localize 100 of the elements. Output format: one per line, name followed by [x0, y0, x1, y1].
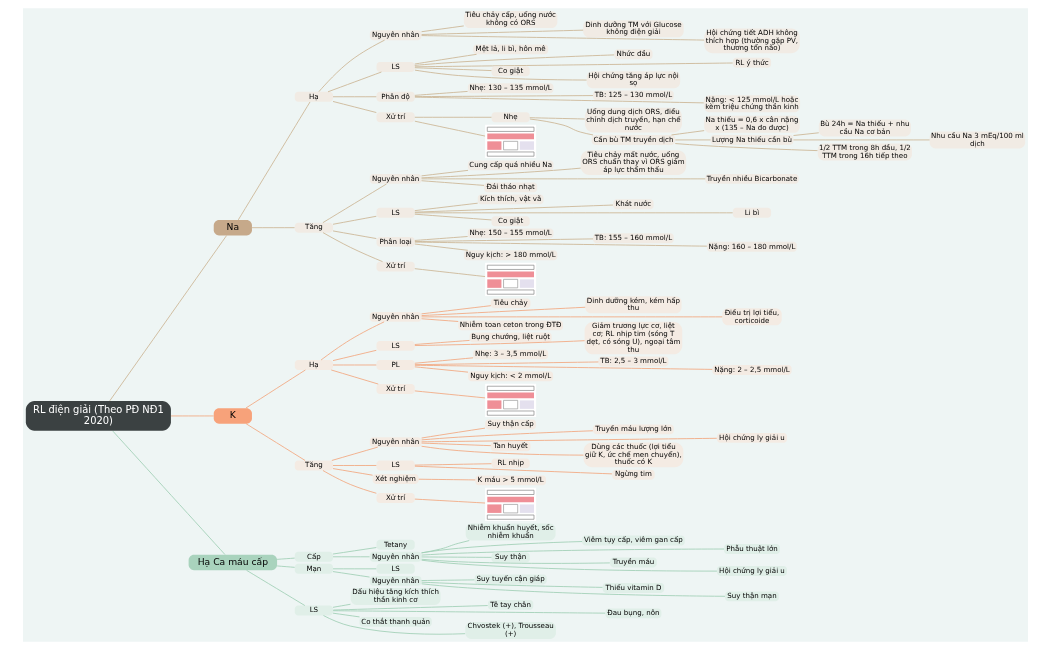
- node-box: Tan huyết: [490, 441, 530, 452]
- connector: [245, 423, 305, 461]
- connector: [170, 415, 214, 417]
- connector: [332, 547, 377, 555]
- node-box: Nguyên nhân: [369, 437, 421, 448]
- connector: [420, 430, 593, 441]
- node-box: Xử trí: [376, 112, 415, 123]
- connector: [276, 565, 295, 568]
- node-box: Suy thận mạn: [724, 591, 779, 602]
- connector: [332, 230, 377, 239]
- node-box: Điều trị lợi tiểu, corticoide: [721, 308, 782, 326]
- node-box-text: Tê tay chân: [487, 599, 533, 610]
- node-box: Mạn: [294, 563, 333, 574]
- node-box: Hội chứng ly giải u: [716, 432, 787, 443]
- connector: [414, 241, 707, 247]
- connector: [420, 169, 468, 177]
- connector: [420, 305, 491, 315]
- connector: [420, 581, 603, 588]
- connector: [420, 35, 704, 41]
- connector: [420, 306, 586, 316]
- connector: [245, 369, 306, 409]
- connector: [322, 470, 377, 494]
- node-box-text: Na thiếu = 0,6 x cân nặng x (135 – Na đo được): [703, 115, 800, 133]
- connector: [413, 116, 492, 118]
- connector: [420, 29, 584, 35]
- node-box: Đau bụng, nôn: [605, 608, 661, 619]
- connector: [327, 71, 382, 93]
- node-box: LS: [376, 460, 415, 471]
- connector: [332, 468, 373, 476]
- connector: [792, 139, 930, 141]
- node-box: Co giật: [491, 216, 530, 227]
- node-box: TB: 2,5 – 3 mmol/L: [597, 356, 668, 367]
- node-box-text: Nhẹ: 150 – 155 mmol/L: [467, 228, 553, 239]
- node-box: Thiếu vitamin D: [602, 582, 664, 593]
- node-box: Nhiễm khuẩn huyết, sốc nhiễm khuẩn: [465, 523, 556, 541]
- connector: [111, 430, 225, 555]
- node-box: Xử trí: [376, 493, 415, 503]
- node-box-text: Lượng Na thiếu cần bù: [710, 134, 793, 145]
- connector: [237, 101, 310, 221]
- connector: [529, 118, 593, 136]
- connector: [332, 568, 377, 570]
- connector: [332, 101, 377, 113]
- connector: [413, 340, 585, 346]
- node-box: Mệt lả, li bì, hôn mê: [472, 44, 548, 55]
- connector: [414, 62, 733, 68]
- node-box-text: Hội chứng tăng áp lực nội sọ: [586, 71, 680, 89]
- connector: [420, 318, 459, 322]
- connector: [420, 541, 582, 554]
- node-box: Dấu hiệu tăng kích thích thần kinh cơ: [350, 587, 441, 605]
- connector: [674, 139, 711, 141]
- connector: [332, 364, 377, 366]
- node-box-text: TB: 125 – 130 mmol/L: [592, 90, 674, 101]
- connector: [420, 437, 717, 443]
- connector: [413, 463, 492, 466]
- connector: [792, 132, 819, 136]
- connector: [245, 569, 305, 606]
- node-box: Truyền máu lượng lớn: [592, 424, 674, 435]
- node-box: Li bì: [732, 207, 771, 218]
- connector: [413, 243, 468, 251]
- connector: [413, 53, 477, 65]
- connector: [420, 579, 475, 581]
- node-box: Hạ: [294, 91, 333, 102]
- connector: [420, 180, 484, 186]
- node-box: RL điện giải (Theo PĐ NĐ1 2020): [25, 401, 171, 431]
- connector: [332, 96, 377, 98]
- node-box: Suy thận cấp: [484, 419, 536, 430]
- connector: [420, 540, 470, 554]
- connector: [251, 227, 295, 229]
- connector: [674, 143, 818, 152]
- node-box-text: Đái tháo nhạt: [483, 182, 537, 193]
- node-box: Xử trí: [376, 261, 415, 272]
- node-box: Nguyên nhân: [369, 173, 421, 184]
- connector: [413, 204, 613, 213]
- node-box-text: 1/2 TTM trong 8h đầu, 1/2 TTM trong 16h tiếp theo: [817, 143, 912, 161]
- connector: [413, 120, 485, 137]
- node-box: Nhức đầu: [613, 49, 653, 60]
- node-box: Giảm trương lực cơ, liệt cơ; RL nhịp tim (sóng T dẹt, có sóng U), ngoại tâm thu: [584, 321, 682, 355]
- node-box-text: Hội chứng tiết ADH không thích hợp (thường gặp PV, thương tổn não): [703, 28, 800, 54]
- node-box: Co giật: [491, 66, 530, 77]
- node-box-text: Nhẹ: 130 – 135 mmol/L: [467, 83, 553, 94]
- connector: [420, 548, 724, 556]
- connector: [413, 465, 612, 475]
- node-box: Nguyên nhân: [369, 575, 421, 586]
- node-box: Nguyên nhân: [369, 30, 421, 41]
- node-box: PL: [376, 360, 415, 370]
- connector: [332, 571, 370, 578]
- connector: [413, 67, 492, 71]
- connector: [332, 465, 377, 466]
- node-box: Ngừng tim: [611, 469, 655, 480]
- node-box: Suy thận: [491, 552, 530, 563]
- connector: [332, 603, 351, 608]
- connector: [413, 498, 485, 504]
- connector: [420, 442, 491, 447]
- connector: [332, 610, 606, 614]
- node-box: Nguyên nhân: [369, 551, 421, 562]
- connector: [322, 232, 383, 263]
- node-box: Truyền máu: [609, 557, 657, 568]
- connector: [420, 427, 485, 439]
- connector: [670, 130, 705, 136]
- node-box: Chvostek (+), Trousseau (+): [464, 621, 556, 639]
